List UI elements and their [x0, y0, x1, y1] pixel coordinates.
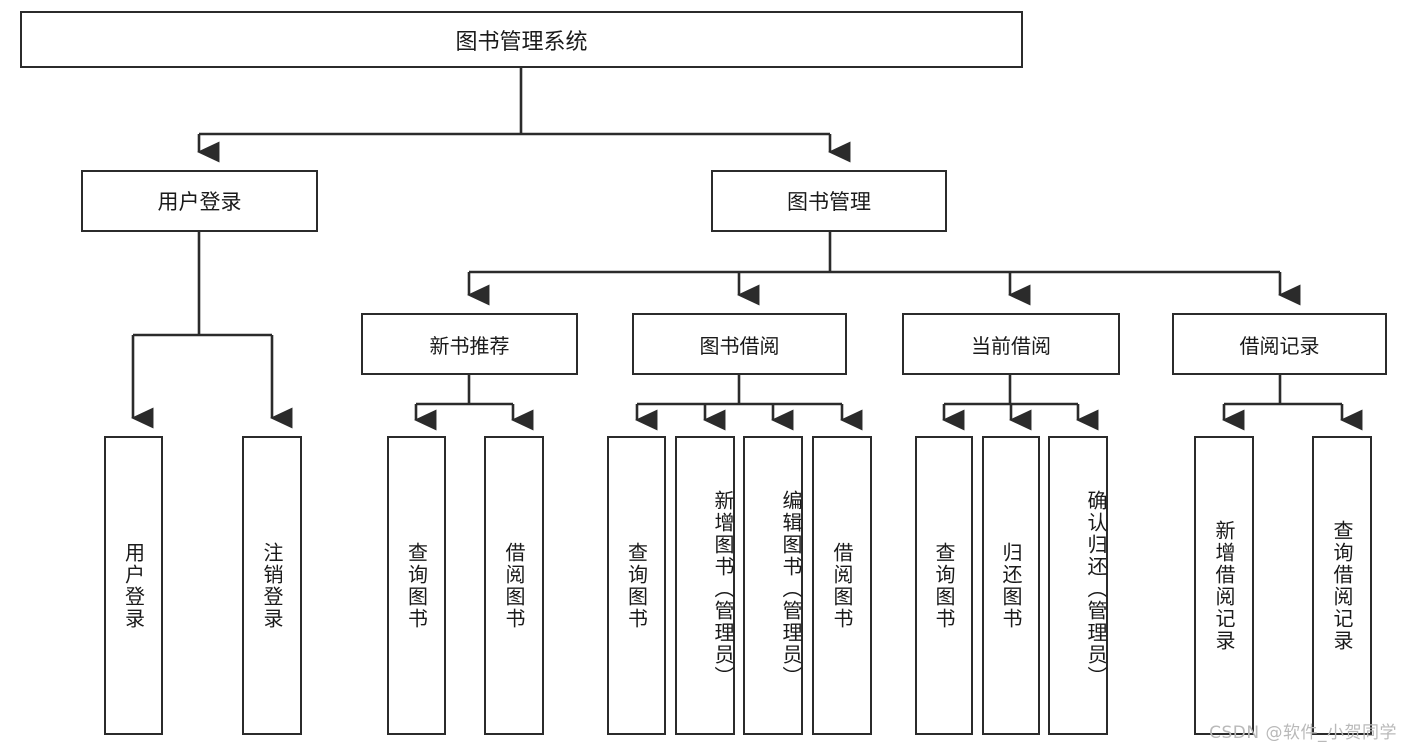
leaf-return-book[interactable]: 归还图书: [982, 436, 1040, 735]
node-label: 用户登录: [157, 190, 242, 214]
node-root[interactable]: 图书管理系统: [20, 11, 1023, 68]
node-label: 注销登录: [260, 541, 284, 630]
leaf-query-record[interactable]: 查询借阅记录: [1312, 436, 1372, 735]
leaf-confirm-return[interactable]: 确认归还（管理员）: [1048, 436, 1108, 735]
node-label: 借阅记录: [1239, 333, 1320, 358]
node-label: 新增借阅记录: [1212, 519, 1236, 652]
node-book-manage[interactable]: 图书管理: [711, 170, 947, 232]
node-label: 查询图书: [932, 541, 956, 630]
node-label: 查询图书: [624, 541, 649, 630]
node-label: 编辑图书（管理员）: [779, 489, 803, 688]
node-book-borrow[interactable]: 图书借阅: [632, 313, 847, 375]
node-label: 新增图书（管理员）: [711, 489, 735, 688]
leaf-add-book[interactable]: 新增图书（管理员）: [675, 436, 735, 735]
leaf-edit-book[interactable]: 编辑图书（管理员）: [743, 436, 803, 735]
node-label: 图书管理系统: [455, 29, 588, 55]
leaf-add-record[interactable]: 新增借阅记录: [1194, 436, 1254, 735]
leaf-query-book-1[interactable]: 查询图书: [387, 436, 446, 735]
node-label: 新书推荐: [429, 333, 510, 358]
node-label: 查询图书: [404, 541, 429, 630]
node-label: 借阅图书: [830, 541, 854, 630]
watermark-text: CSDN @软件_小贺同学: [1209, 723, 1397, 743]
node-label: 确认归还（管理员）: [1084, 489, 1108, 688]
node-label: 用户登录: [121, 541, 146, 630]
node-current-borrow[interactable]: 当前借阅: [902, 313, 1120, 375]
node-label: 查询借阅记录: [1330, 519, 1354, 652]
node-label: 当前借阅: [971, 333, 1051, 358]
leaf-query-book-2[interactable]: 查询图书: [607, 436, 666, 735]
leaf-logout-login[interactable]: 注销登录: [242, 436, 302, 735]
node-label: 图书借阅: [699, 333, 780, 358]
leaf-user-login[interactable]: 用户登录: [104, 436, 163, 735]
node-borrow-record[interactable]: 借阅记录: [1172, 313, 1387, 375]
node-label: 借阅图书: [502, 541, 526, 630]
node-new-book-rec[interactable]: 新书推荐: [361, 313, 578, 375]
leaf-borrow-book-2[interactable]: 借阅图书: [812, 436, 872, 735]
leaf-query-book-3[interactable]: 查询图书: [915, 436, 973, 735]
node-label: 图书管理: [787, 190, 871, 214]
leaf-borrow-book-1[interactable]: 借阅图书: [484, 436, 544, 735]
node-user-login[interactable]: 用户登录: [81, 170, 318, 232]
node-label: 归还图书: [999, 541, 1023, 630]
